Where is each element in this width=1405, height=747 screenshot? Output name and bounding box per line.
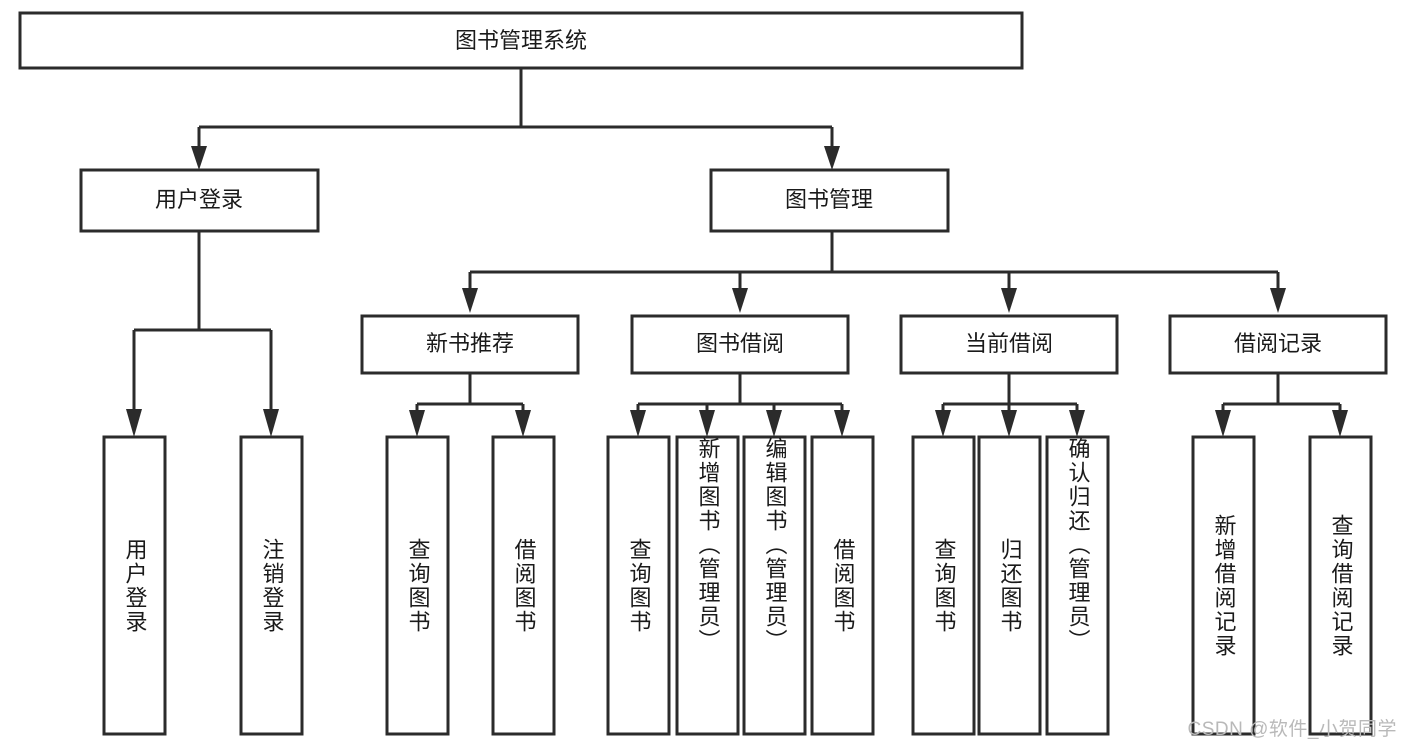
node-root[interactable]: 图书管理系统 xyxy=(18,11,1024,70)
leaf-box-user-login[interactable] xyxy=(102,435,167,736)
leaf-box-borrow-book-1[interactable] xyxy=(491,435,556,736)
node-book-borrow[interactable]: 图书借阅 xyxy=(630,314,850,375)
node-user-login-label: 用户登录 xyxy=(155,187,243,212)
connector-book-manage-to-level3 xyxy=(462,231,1286,313)
leaf-box-return-book[interactable] xyxy=(977,435,1042,736)
node-new-book-recommend-box[interactable] xyxy=(360,314,580,375)
leaf-box-add-record[interactable] xyxy=(1191,435,1256,736)
node-new-book-recommend[interactable]: 新书推荐 xyxy=(360,314,580,375)
leaf-box-query-record[interactable] xyxy=(1308,435,1373,736)
node-borrow-record-label: 借阅记录 xyxy=(1234,331,1322,356)
node-root-label: 图书管理系统 xyxy=(455,28,587,53)
leaf-box-query-book-3[interactable] xyxy=(911,435,976,736)
leaf-box-user-logout[interactable] xyxy=(239,435,304,736)
node-user-login[interactable]: 用户登录 xyxy=(79,168,320,233)
watermark: CSDN @软件_小贺同学 xyxy=(1187,719,1397,740)
node-book-manage[interactable]: 图书管理 xyxy=(709,168,950,233)
connector-root-to-level2 xyxy=(191,68,840,170)
node-book-manage-label: 图书管理 xyxy=(785,187,873,212)
node-current-borrow-label: 当前借阅 xyxy=(965,331,1053,356)
node-new-book-recommend-label: 新书推荐 xyxy=(426,331,514,356)
connector-borrow-record-to-leaves xyxy=(1215,373,1348,437)
leaf-box-add-book[interactable] xyxy=(675,435,740,736)
connector-user-login-to-leaves xyxy=(126,231,279,437)
leaf-box-query-book-1[interactable] xyxy=(385,435,450,736)
node-borrow-record[interactable]: 借阅记录 xyxy=(1168,314,1388,375)
node-book-manage-box[interactable] xyxy=(709,168,950,233)
node-root-box[interactable] xyxy=(18,11,1024,70)
leaf-box-borrow-book-2[interactable] xyxy=(810,435,875,736)
node-borrow-record-box[interactable] xyxy=(1168,314,1388,375)
leaf-box-edit-book[interactable] xyxy=(742,435,807,736)
leaf-box-query-book-2[interactable] xyxy=(606,435,671,736)
connector-current-borrow-to-leaves xyxy=(935,373,1085,437)
node-book-borrow-label: 图书借阅 xyxy=(696,331,784,356)
node-user-login-box[interactable] xyxy=(79,168,320,233)
connector-book-borrow-to-leaves xyxy=(630,373,850,437)
node-current-borrow[interactable]: 当前借阅 xyxy=(899,314,1119,375)
connector-new-book-recommend-to-leaves xyxy=(409,373,531,437)
node-book-borrow-box[interactable] xyxy=(630,314,850,375)
node-current-borrow-box[interactable] xyxy=(899,314,1119,375)
leaf-box-confirm-return[interactable] xyxy=(1045,435,1110,736)
